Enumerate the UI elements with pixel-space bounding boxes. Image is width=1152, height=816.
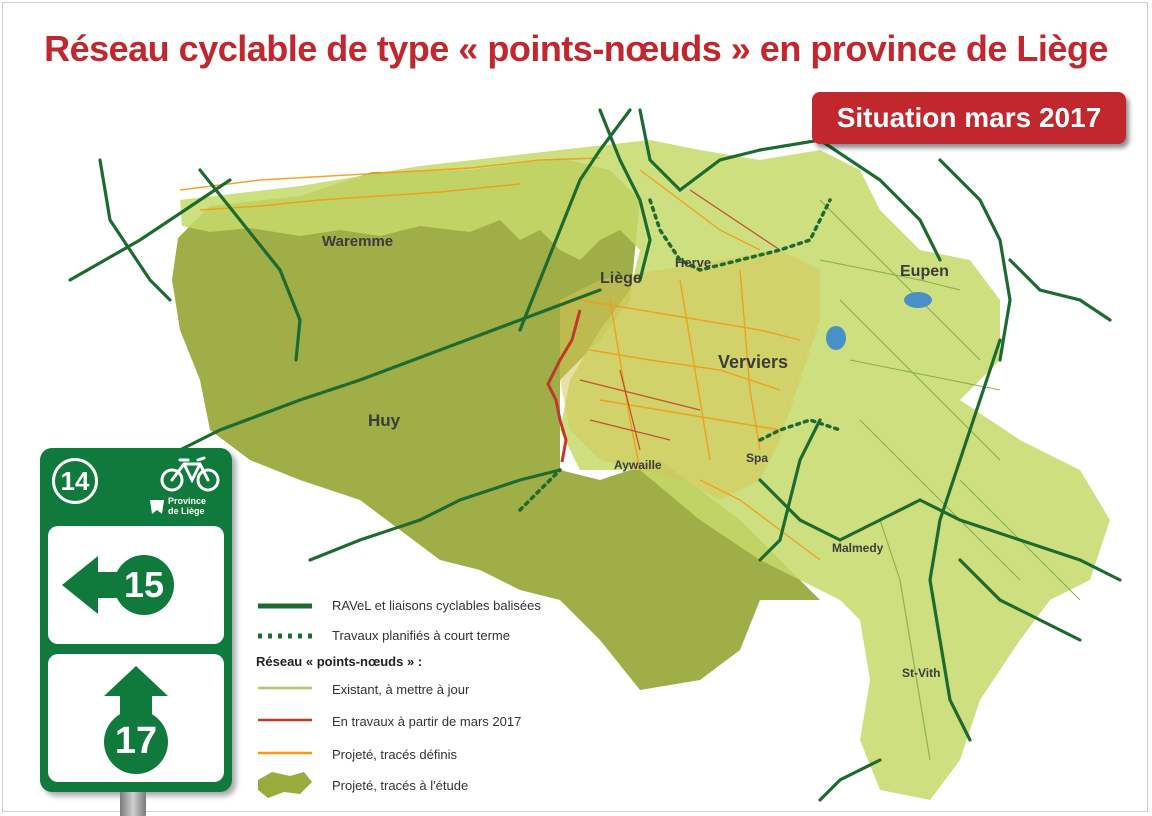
existing-routes	[819, 199, 1081, 761]
node-sign: 14 Province de Liège 15 17	[40, 448, 232, 792]
legend-network-heading: Réseau « points-nœuds » :	[256, 654, 423, 669]
arrow-left-target: 15	[123, 564, 165, 605]
in-works-route	[546, 309, 582, 463]
situation-badge: Situation mars 2017	[812, 92, 1126, 144]
town-waremme: Waremme	[322, 233, 393, 250]
lake-verviers	[826, 326, 846, 350]
node-number: 14	[52, 458, 98, 504]
province-label-line2: de Liège	[168, 506, 205, 516]
panel-up-direction: 17	[48, 654, 224, 782]
legend-in-works-label: En travaux à partir de mars 2017	[332, 714, 522, 729]
town-huy: Huy	[368, 411, 401, 430]
legend-swatches	[258, 603, 312, 798]
town-st-vith: St-Vith	[902, 666, 940, 680]
town-spa: Spa	[746, 451, 768, 465]
province-logo-icon	[150, 500, 164, 514]
province-study-area	[172, 158, 820, 690]
province-label-line1: Province	[168, 496, 207, 506]
bicycle-icon	[160, 456, 220, 492]
planned-works-routes	[518, 198, 842, 512]
town-verviers: Verviers	[718, 352, 788, 372]
arrow-left-icon	[62, 555, 174, 615]
town-liege: Liège	[600, 270, 642, 287]
legend-projected-study-label: Projeté, tracés à l'étude	[332, 778, 469, 793]
sign-pole	[120, 792, 146, 816]
legend-ravel-label: RAVeL et liaisons cyclables balisées	[332, 598, 541, 613]
map-title: Réseau cyclable de type « points-nœuds »…	[44, 28, 1108, 69]
arrow-up-icon	[104, 666, 168, 774]
legend-planned-works-label: Travaux planifiés à court terme	[332, 628, 510, 643]
lake-eupen	[904, 292, 932, 308]
legend-existing-label: Existant, à mettre à jour	[332, 682, 470, 697]
panel-left-direction: 15	[48, 526, 224, 644]
town-herve: Herve	[675, 255, 711, 270]
arrow-up-target: 17	[114, 720, 158, 762]
town-malmedy: Malmedy	[832, 541, 884, 555]
in-works-network	[579, 189, 781, 451]
legend-projected-defined-label: Projeté, tracés définis	[332, 747, 458, 762]
town-eupen: Eupen	[900, 263, 949, 280]
town-aywaille: Aywaille	[614, 458, 662, 472]
legend-swatch-study	[258, 772, 312, 798]
province-label: Province de Liège	[168, 496, 206, 516]
projected-defined-area	[560, 250, 820, 500]
